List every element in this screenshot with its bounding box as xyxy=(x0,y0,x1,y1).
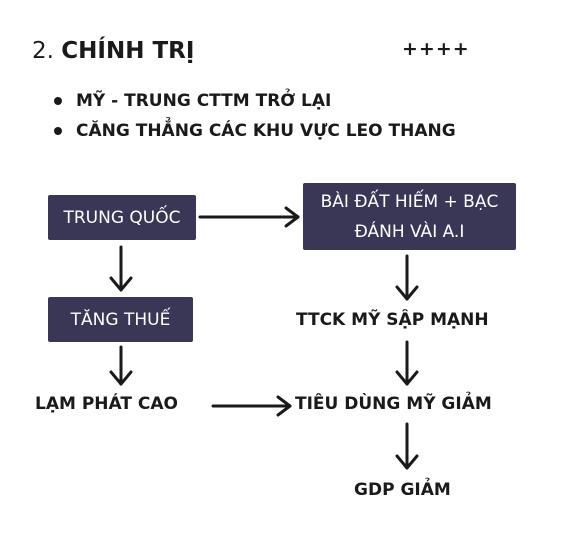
node-lam-phat: LẠM PHÁT CAO xyxy=(35,394,178,414)
arrow-right-icon xyxy=(211,395,292,417)
node-label-group: BÀI ĐẤT HIẾM + BẠC ĐÁNH VÀI A.I xyxy=(321,187,499,247)
rating-marks: ++++ xyxy=(402,38,470,60)
arrow-right-icon xyxy=(198,206,300,228)
bullet-list: MỸ - TRUNG CTTM TRỞ LẠI CĂNG THẲNG CÁC K… xyxy=(50,86,456,146)
arrow-down-icon xyxy=(395,340,419,386)
node-label: TĂNG THUẾ xyxy=(70,309,171,330)
bullet-text: CĂNG THẲNG CÁC KHU VỰC LEO THANG xyxy=(76,121,456,141)
arrow-down-icon xyxy=(109,245,133,292)
node-bai-dat-hiem: BÀI ĐẤT HIẾM + BẠC ĐÁNH VÀI A.I xyxy=(303,183,516,250)
bullet-text: MỸ - TRUNG CTTM TRỞ LẠI xyxy=(76,91,332,111)
section-title-text: CHÍNH TRỊ xyxy=(61,38,195,64)
arrow-down-icon xyxy=(395,254,419,301)
section-number: 2. xyxy=(32,38,54,64)
node-trung-quoc: TRUNG QUỐC xyxy=(48,195,196,240)
arrow-down-icon xyxy=(109,345,133,386)
node-ttck: TTCK MỸ SẬP MẠNH xyxy=(296,310,489,330)
node-gdp: GDP GIẢM xyxy=(354,480,451,500)
node-tang-thue: TĂNG THUẾ xyxy=(48,297,193,342)
section-title: 2. CHÍNH TRỊ xyxy=(32,37,194,65)
node-label-line1: BÀI ĐẤT HIẾM + BẠC xyxy=(320,191,499,212)
node-label-line2: ĐÁNH VÀI A.I xyxy=(354,221,465,242)
bullet-dot-icon xyxy=(54,97,62,105)
node-tieu-dung: TIÊU DÙNG MỸ GIẢM xyxy=(295,394,492,414)
arrow-down-icon xyxy=(395,422,419,470)
bullet-dot-icon xyxy=(54,127,62,135)
node-label: TRUNG QUỐC xyxy=(63,207,181,228)
bullet-item: MỸ - TRUNG CTTM TRỞ LẠI xyxy=(50,86,456,116)
bullet-item: CĂNG THẲNG CÁC KHU VỰC LEO THANG xyxy=(50,116,456,146)
